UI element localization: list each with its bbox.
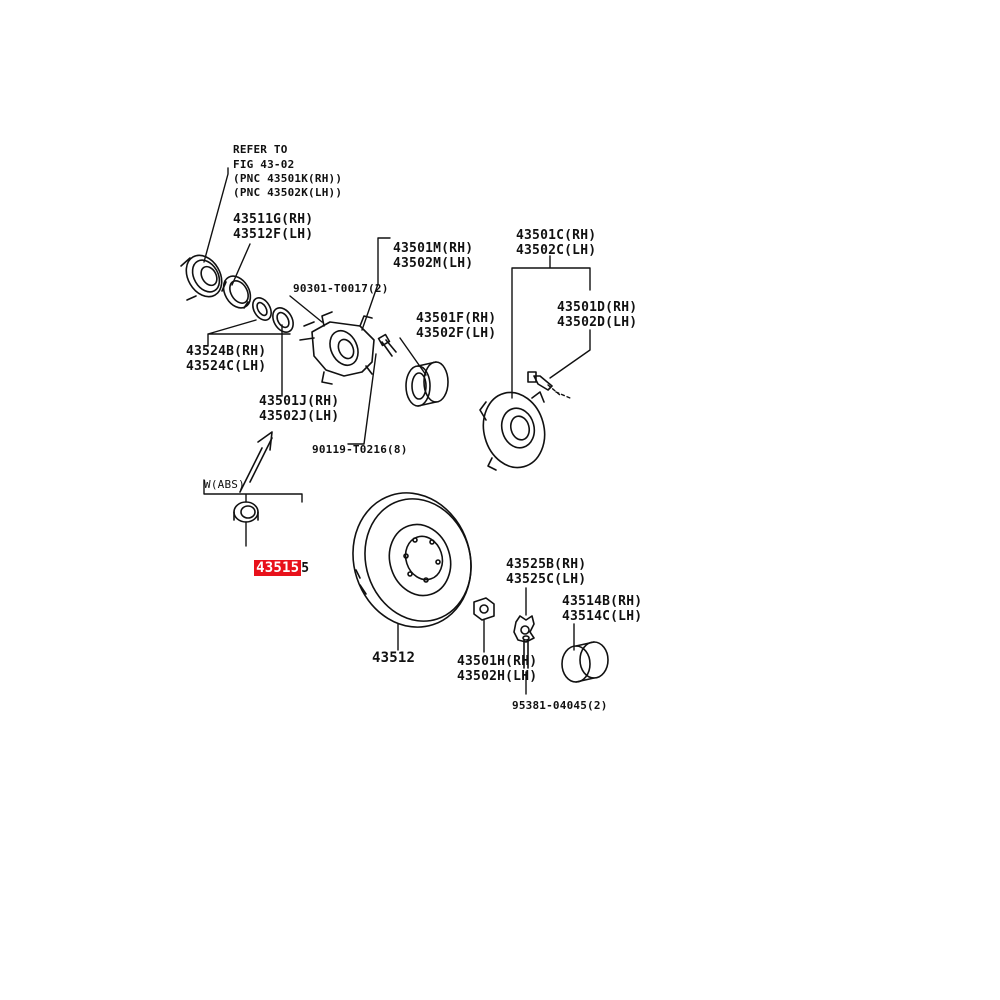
- hub-icon: [479, 391, 546, 471]
- label-43502m: 43502M(LH): [393, 256, 474, 271]
- label-43502h: 43502H(LH): [457, 669, 538, 684]
- label-pnc-rh: (PNC 43501K(RH)): [233, 172, 343, 185]
- label-43525c: 43525C(LH): [506, 572, 587, 587]
- stud-bolt-icon: [527, 371, 553, 391]
- label-43502j: 43502J(LH): [259, 409, 340, 424]
- label-43512: 43512: [372, 650, 416, 666]
- highlight-43515: 43515: [254, 560, 302, 576]
- oil-seal-icon: [180, 254, 223, 301]
- label-43502d: 43502D(LH): [557, 315, 638, 330]
- label-95381: 95381-04045(2): [512, 699, 608, 712]
- label-43502f: 43502F(LH): [416, 326, 497, 341]
- washer-icon: [252, 297, 272, 321]
- washer-j-icon: [272, 307, 294, 333]
- label-43501h: 43501H(RH): [457, 654, 538, 669]
- label-43524b: 43524B(RH): [186, 344, 267, 359]
- label-90301: 90301-T0017(2): [293, 282, 389, 295]
- label-43501j: 43501J(RH): [259, 394, 340, 409]
- label-43514b: 43514B(RH): [562, 594, 643, 609]
- abs-ring-icon: [233, 501, 259, 523]
- nut-icon: [473, 597, 495, 621]
- knuckle-hub-icon: [299, 311, 375, 385]
- arrow-icon: [239, 431, 273, 493]
- leader-lines: [203, 167, 591, 695]
- grease-cap-icon: [561, 641, 609, 683]
- brake-disc-icon: [352, 492, 472, 628]
- label-pnc-lh: (PNC 43502K(LH)): [233, 186, 343, 199]
- lock-nut-icon: [513, 615, 535, 643]
- label-43502c: 43502C(LH): [516, 243, 597, 258]
- label-43501m: 43501M(RH): [393, 241, 474, 256]
- label-43511g: 43511G(RH): [233, 212, 314, 227]
- bearing-icon: [405, 361, 449, 407]
- label-43501c: 43501C(RH): [516, 228, 597, 243]
- label-43524c: 43524C(LH): [186, 359, 267, 374]
- label-43514c: 43514C(LH): [562, 609, 643, 624]
- cotter-pin-icon: [522, 635, 530, 669]
- label-43525b: 43525B(RH): [506, 557, 587, 572]
- label-w-abs: W(ABS): [204, 478, 245, 491]
- label-43512f: 43512F(LH): [233, 227, 314, 242]
- label-43515-tail: 5: [301, 561, 310, 576]
- label-refer-to: REFER TO: [233, 143, 288, 156]
- label-43501f: 43501F(RH): [416, 311, 497, 326]
- label-fig: FIG 43-02: [233, 158, 295, 171]
- label-43501d: 43501D(RH): [557, 300, 638, 315]
- label-90119: 90119-T0216(8): [312, 443, 408, 456]
- bolt-icon: [377, 333, 397, 357]
- seal-ring-icon: [221, 275, 252, 309]
